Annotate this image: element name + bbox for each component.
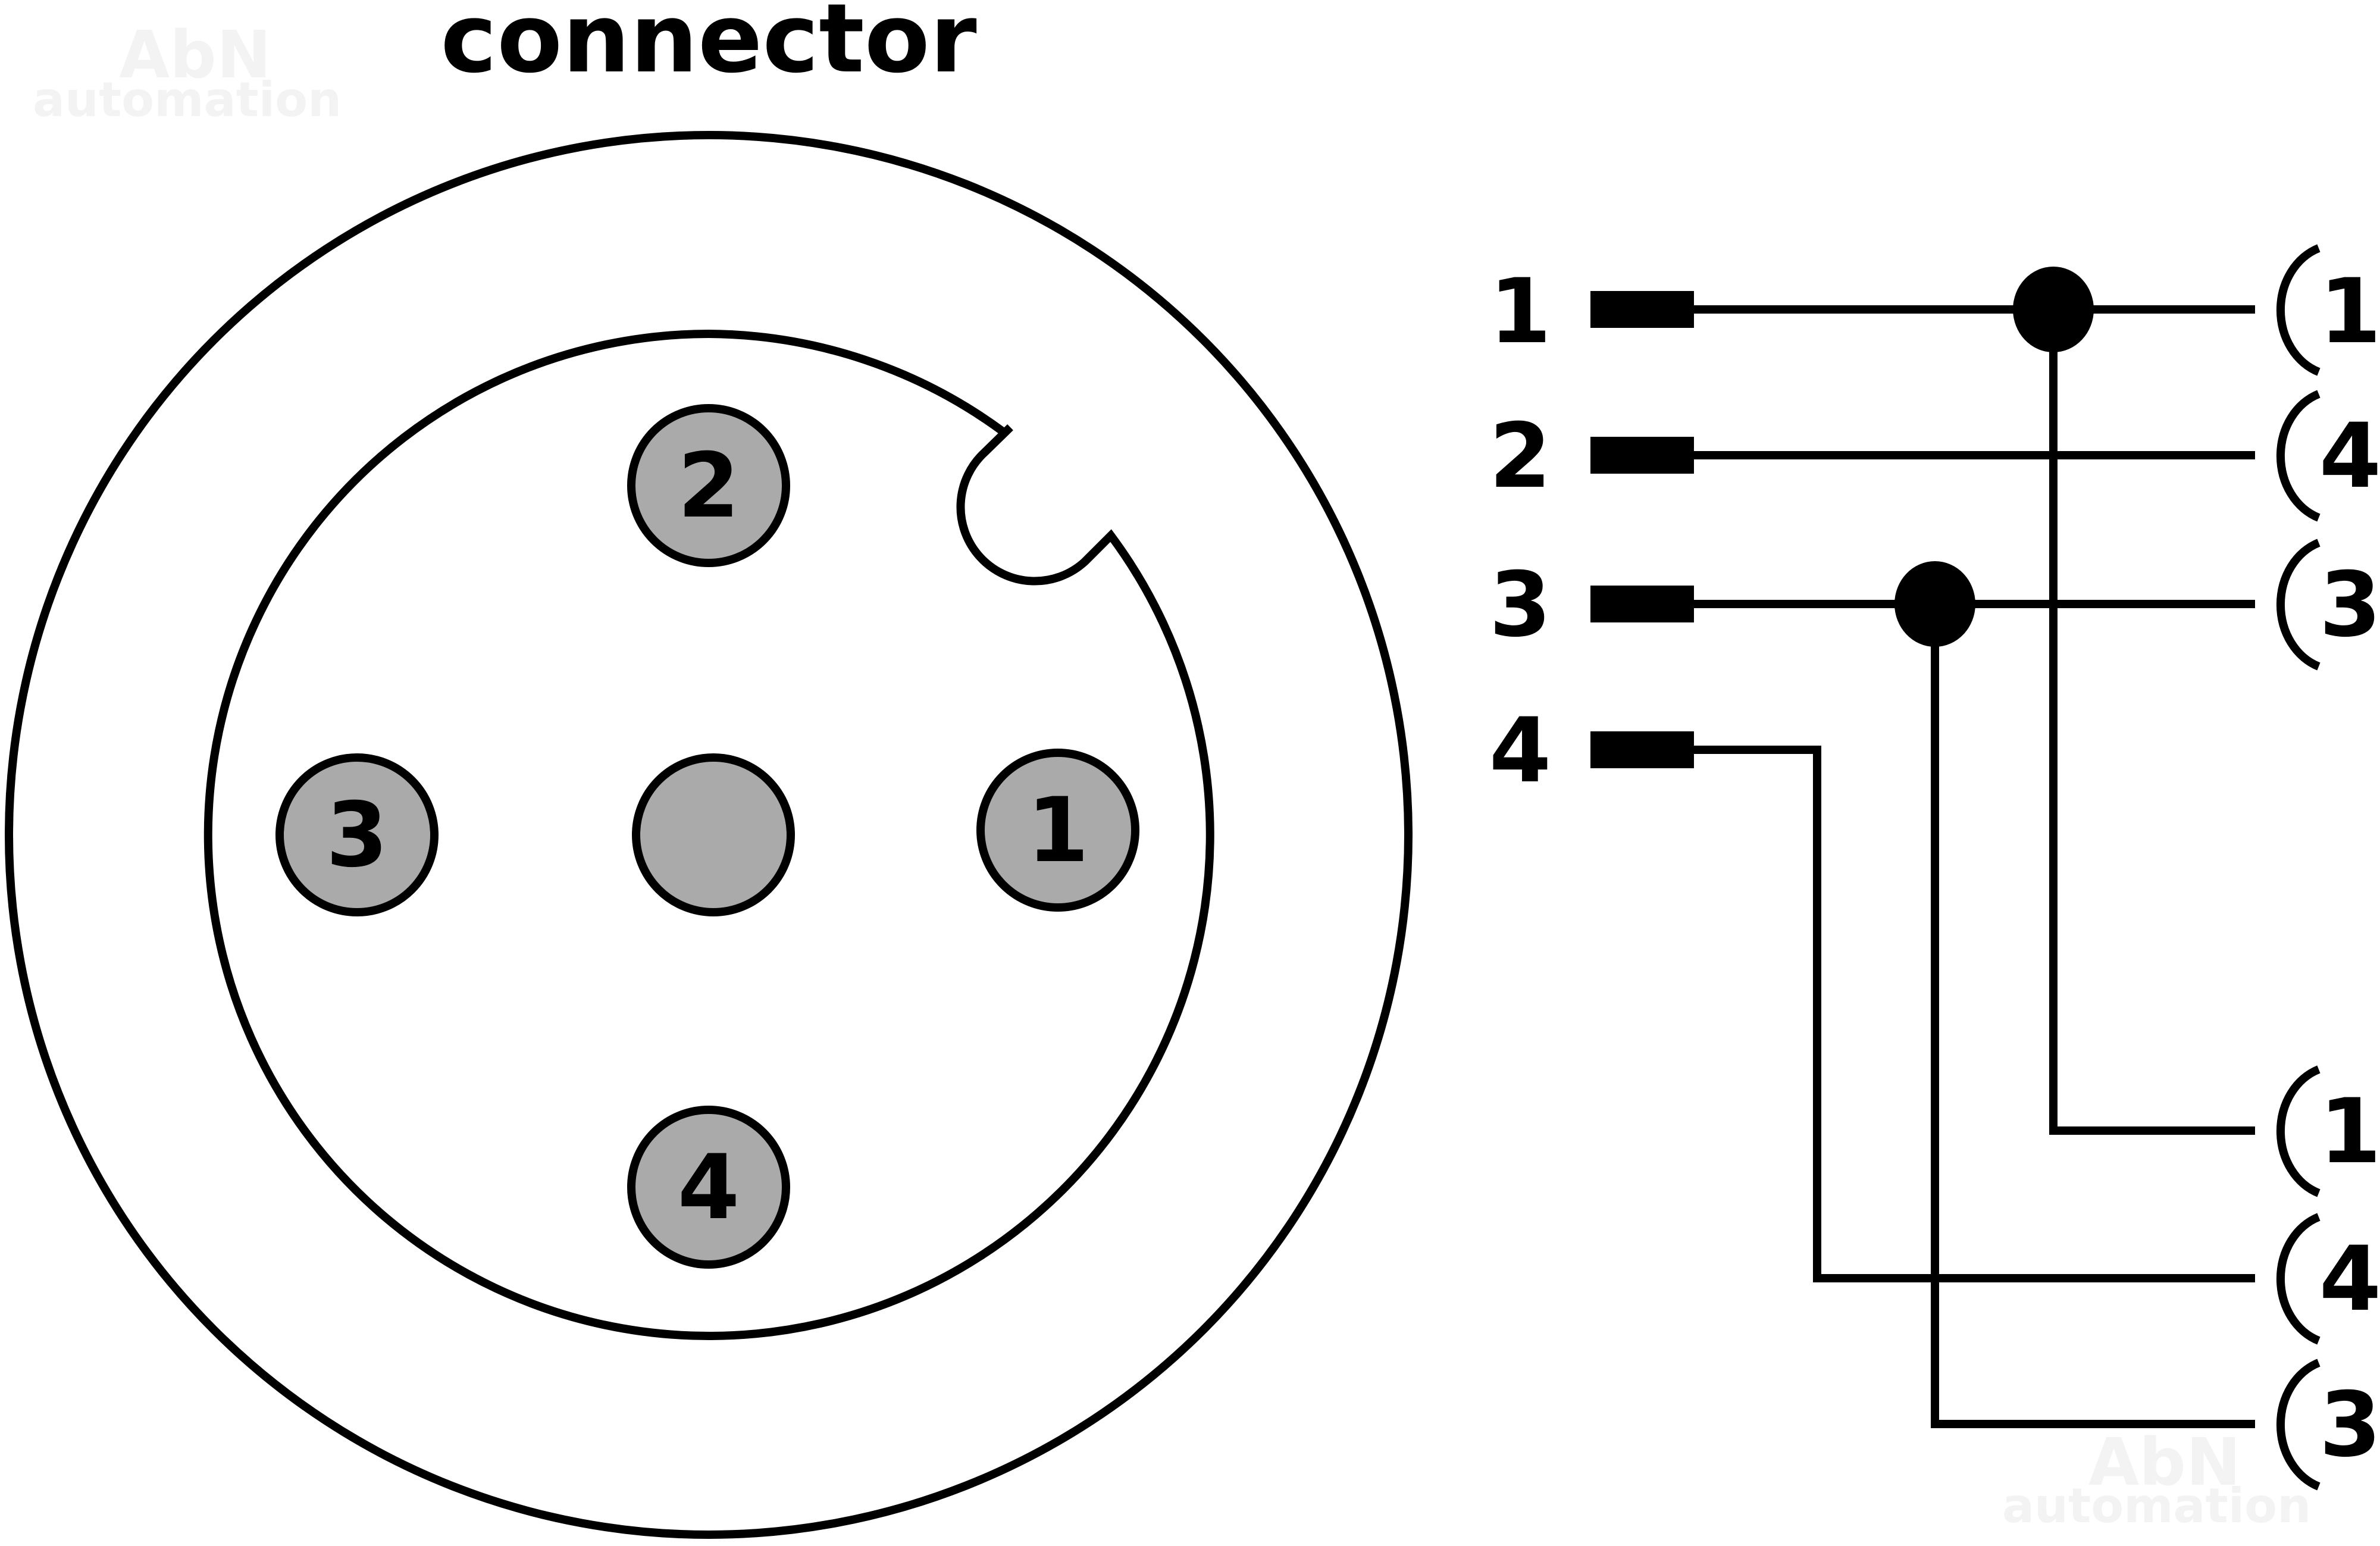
wire-3-branch	[1931, 604, 2255, 1428]
output-bottom-label-4: 4	[2319, 1228, 2380, 1331]
wiring-schematic: 1 2 3 4	[1489, 244, 2380, 1491]
wire-1-branch	[2049, 309, 2255, 1135]
pin-label: 1	[1027, 779, 1089, 882]
input-pad-1	[1590, 291, 1694, 328]
pin-center	[632, 753, 795, 916]
pin-1: 1	[976, 749, 1139, 912]
junction-dot-3	[1894, 561, 1975, 647]
diagram-title: connector	[440, 0, 976, 94]
output-bottom-label-1: 1	[2319, 1080, 2380, 1184]
input-pad-4	[1590, 731, 1694, 768]
pin-2: 2	[627, 404, 790, 567]
watermark-top-left: AbN automation	[33, 17, 342, 127]
input-label-2: 2	[1489, 405, 1551, 508]
input-pad-3	[1590, 586, 1694, 622]
pin-label: 3	[326, 784, 388, 887]
socket-arc-bottom-4	[2276, 1213, 2320, 1345]
connector-face: 2 3 1 4	[5, 131, 1413, 1539]
junction-dot-1	[2013, 267, 2094, 352]
watermark-line2: automation	[33, 72, 342, 127]
output-top-label-4: 4	[2319, 405, 2380, 508]
input-label-1: 1	[1489, 260, 1551, 364]
watermark-line1: AbN	[119, 17, 271, 93]
watermark-line1: AbN	[2088, 1424, 2241, 1500]
socket-arc-bottom-3	[2276, 1359, 2320, 1491]
inner-keyed-body	[203, 329, 1214, 1340]
output-top-label-1: 1	[2319, 260, 2380, 364]
output-bottom-label-3: 3	[2319, 1373, 2380, 1477]
outer-ring	[5, 131, 1413, 1539]
input-pad-2	[1590, 437, 1694, 474]
pin-3: 3	[275, 753, 439, 916]
watermark-bottom-right: AbN automation	[2002, 1424, 2311, 1534]
input-label-3: 3	[1489, 553, 1551, 657]
socket-arc-top-1	[2276, 244, 2320, 376]
output-top-label-3: 3	[2319, 553, 2380, 657]
pin-4: 4	[627, 1106, 790, 1269]
socket-arc-bottom-1	[2276, 1065, 2320, 1197]
watermark-line2: automation	[2002, 1478, 2311, 1534]
socket-arc-top-4	[2276, 390, 2320, 522]
input-label-4: 4	[1489, 699, 1551, 803]
pin-label: 4	[678, 1136, 740, 1240]
wire-4	[1694, 746, 2255, 1282]
pin-label: 2	[678, 434, 740, 538]
socket-arc-top-3	[2276, 539, 2320, 671]
